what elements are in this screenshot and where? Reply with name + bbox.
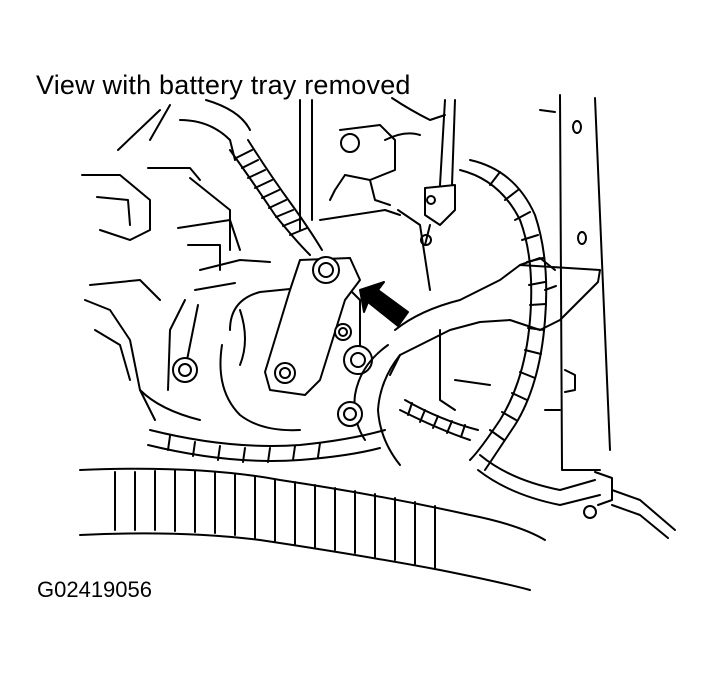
lower-left-edges bbox=[84, 279, 576, 421]
wiring-harness-right bbox=[399, 159, 548, 471]
cable-clip bbox=[477, 454, 676, 539]
sensor-connector bbox=[420, 99, 456, 246]
pointer-arrow bbox=[359, 281, 409, 327]
wiring-harness-lower bbox=[79, 429, 546, 591]
engine-block bbox=[299, 97, 446, 291]
diagram-caption: View with battery tray removed bbox=[36, 70, 411, 100]
figure-id: G02419056 bbox=[37, 577, 152, 602]
body-panel bbox=[539, 94, 611, 471]
upper-left-structure bbox=[81, 99, 251, 271]
mounting-bracket bbox=[337, 257, 601, 466]
wiring-harness-upper bbox=[229, 139, 323, 256]
starter-terminal-bracket bbox=[264, 256, 361, 396]
